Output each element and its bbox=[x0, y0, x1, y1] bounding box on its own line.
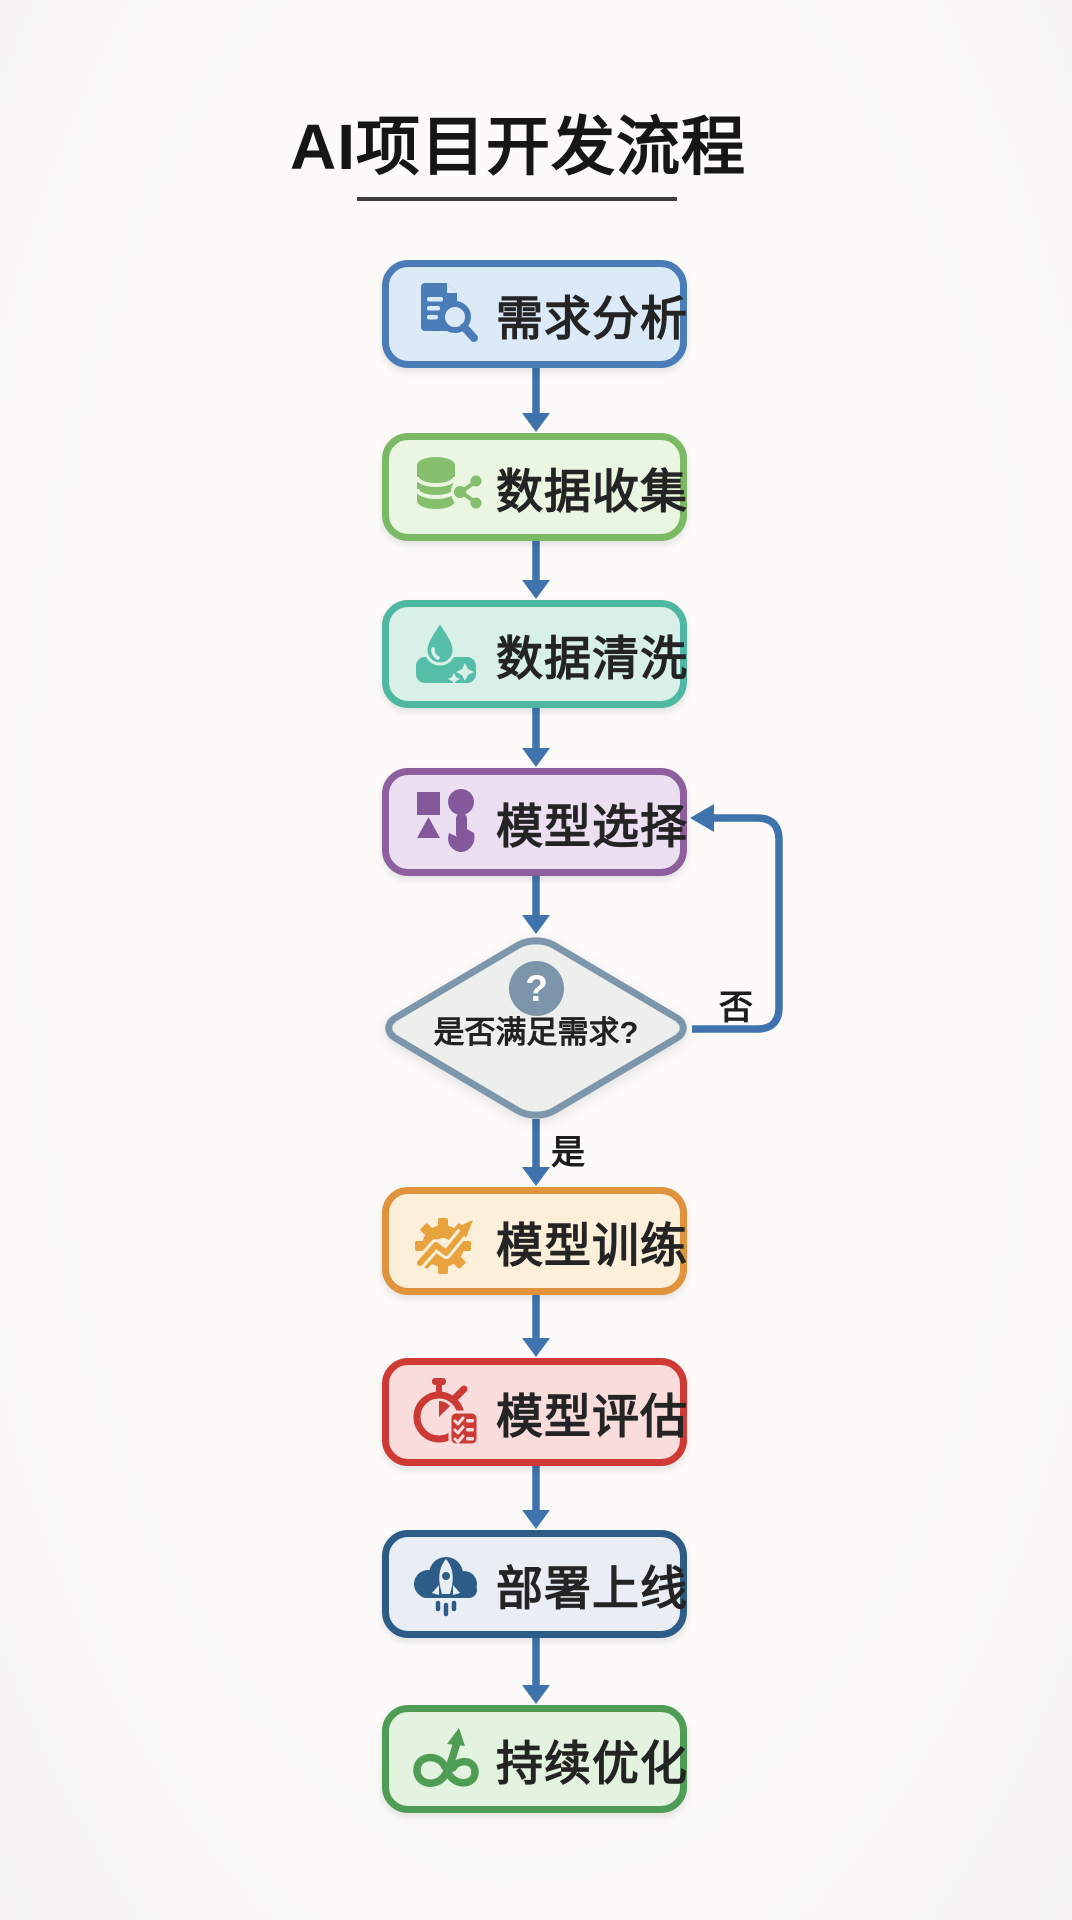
page-title: AI项目开发流程 bbox=[290, 111, 746, 183]
arrow-down-2 bbox=[522, 537, 550, 599]
arrow-down-3 bbox=[522, 704, 550, 767]
edge-label-no: 否 bbox=[719, 989, 753, 1027]
step-label: 模型训练 bbox=[496, 1218, 688, 1272]
database-share-icon bbox=[409, 450, 483, 524]
flow-step-data-collection: 数据收集 bbox=[382, 433, 687, 541]
step-label: 需求分析 bbox=[496, 291, 688, 345]
step-label: 数据清洗 bbox=[496, 631, 688, 685]
stopwatch-checklist-icon bbox=[409, 1375, 483, 1449]
gear-growth-icon bbox=[409, 1204, 483, 1278]
step-label: 持续优化 bbox=[496, 1736, 688, 1790]
arrow-down-6 bbox=[522, 1464, 550, 1529]
title-underline bbox=[357, 197, 677, 201]
flow-step-model-evaluation: 模型评估 bbox=[382, 1358, 687, 1466]
document-search-icon bbox=[409, 277, 483, 351]
flow-step-requirements-analysis: 需求分析 bbox=[382, 260, 687, 368]
step-label: 模型评估 bbox=[496, 1389, 688, 1443]
step-label: 数据收集 bbox=[496, 464, 688, 518]
flow-step-model-selection: 模型选择 bbox=[382, 768, 687, 876]
edge-label-yes: 是 bbox=[551, 1134, 585, 1172]
water-drop-clean-icon bbox=[409, 617, 483, 691]
loop-arrow-icon bbox=[409, 1722, 483, 1796]
arrow-down-5 bbox=[522, 1293, 550, 1357]
flow-step-data-cleaning: 数据清洗 bbox=[382, 600, 687, 708]
shapes-pointer-icon bbox=[409, 785, 483, 859]
flow-step-deployment: 部署上线 bbox=[382, 1530, 687, 1638]
flow-step-model-training: 模型训练 bbox=[382, 1187, 687, 1295]
step-label: 模型选择 bbox=[496, 799, 688, 853]
decision-label: 是否满足需求? bbox=[433, 1015, 639, 1050]
arrow-down-1 bbox=[522, 364, 550, 432]
arrow-down-7 bbox=[522, 1636, 550, 1704]
decision-diamond bbox=[366, 923, 706, 1133]
cloud-rocket-icon bbox=[409, 1547, 483, 1621]
flow-step-continuous-optimization: 持续优化 bbox=[382, 1705, 687, 1813]
question-mark-icon: ? bbox=[509, 961, 564, 1016]
step-label: 部署上线 bbox=[496, 1561, 688, 1615]
